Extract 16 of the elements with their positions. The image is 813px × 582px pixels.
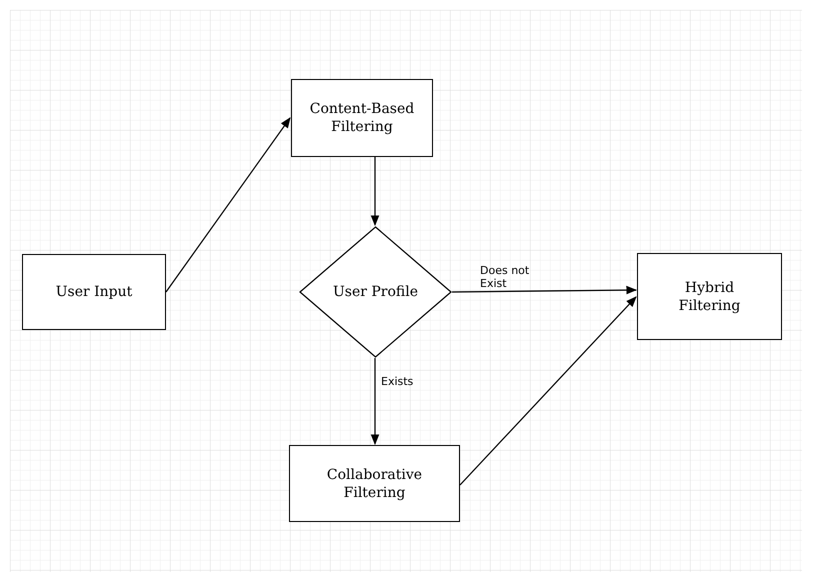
process-box — [289, 445, 460, 522]
node-label: User Input — [56, 283, 132, 301]
process-box — [291, 79, 433, 157]
edge-label: Exists — [381, 375, 414, 388]
process-box — [22, 254, 166, 330]
edge-label: Does not Exist — [480, 264, 530, 290]
node-label: Collaborative Filtering — [326, 466, 424, 502]
node-label: Hybrid Filtering — [678, 278, 742, 314]
process-box — [637, 253, 782, 340]
node-label: Content-Based Filtering — [308, 100, 416, 136]
arrow — [452, 286, 638, 294]
arrow — [166, 117, 291, 292]
arrow — [370, 358, 380, 446]
arrow — [370, 157, 380, 226]
arrow — [460, 296, 637, 486]
node-label: User Profile — [332, 283, 418, 301]
